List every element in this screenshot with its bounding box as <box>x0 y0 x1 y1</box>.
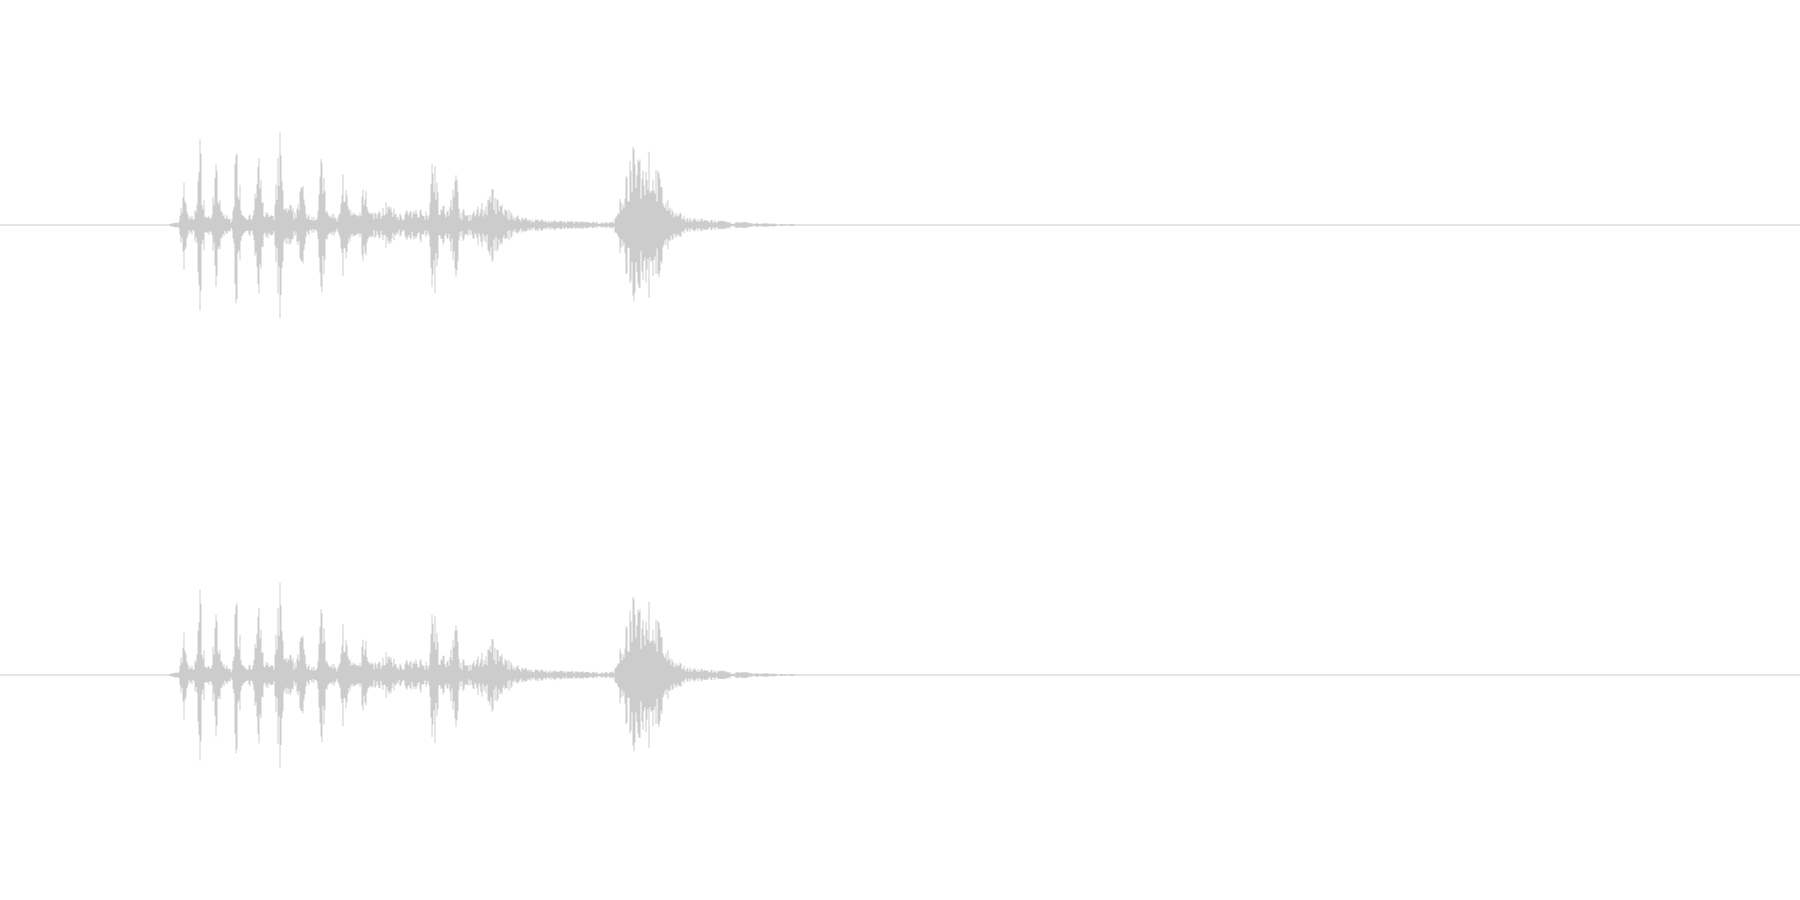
channel-2-samples <box>167 582 801 768</box>
waveform-channel-2-graphic <box>0 582 1800 768</box>
channel-1-samples <box>167 132 801 318</box>
waveform-channel-1-graphic <box>0 132 1800 318</box>
waveform-channel-1 <box>0 132 1800 318</box>
waveform-channel-2 <box>0 450 1800 900</box>
